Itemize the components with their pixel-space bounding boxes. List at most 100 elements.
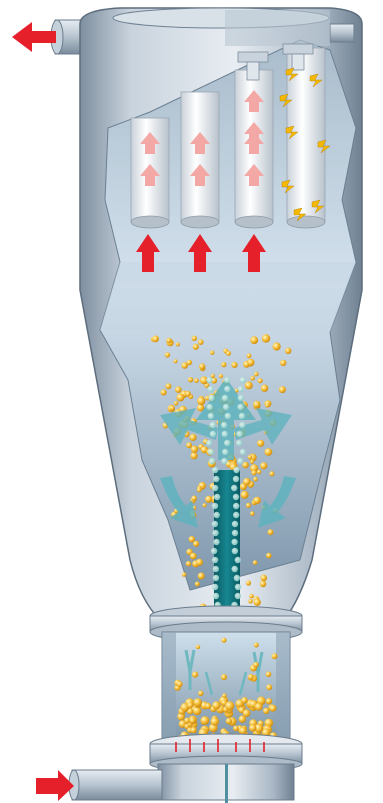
jet-particle <box>232 548 238 554</box>
particle <box>246 580 251 585</box>
jet-particle <box>232 530 238 536</box>
bed-particle <box>263 708 269 714</box>
particle <box>253 401 260 408</box>
particle <box>219 374 223 378</box>
jet-particle <box>208 395 214 401</box>
particle <box>250 511 255 516</box>
particle <box>191 446 198 453</box>
bed-particle <box>198 691 203 696</box>
particle <box>161 389 167 395</box>
particle <box>251 470 256 475</box>
particle <box>269 471 274 476</box>
particle <box>260 581 266 587</box>
jet-particle <box>224 377 230 383</box>
bed-particle <box>266 672 272 678</box>
particle <box>205 496 212 503</box>
jet-particle <box>232 566 238 572</box>
bed-particle <box>193 698 202 707</box>
particle <box>176 342 180 346</box>
particle <box>268 529 274 535</box>
particle <box>191 496 197 502</box>
inlet-arrow-icon <box>36 770 74 801</box>
jet-particle <box>207 404 213 410</box>
jet-particle <box>224 440 230 446</box>
particle <box>174 359 178 363</box>
filter-bag-bottom <box>181 216 219 228</box>
bed-particle <box>233 725 239 731</box>
particle <box>199 363 205 369</box>
jet-particle <box>213 593 219 599</box>
particle <box>261 385 268 392</box>
particle <box>165 352 170 357</box>
jet-particle <box>221 458 227 464</box>
filter-bag <box>181 92 219 228</box>
jet-particle <box>236 440 242 446</box>
jet-particle <box>212 467 218 473</box>
jet-particle <box>222 395 228 401</box>
particle <box>152 336 159 343</box>
jet-particle <box>210 422 216 428</box>
particle <box>210 351 214 355</box>
particle <box>177 394 185 402</box>
jet-particle <box>231 539 237 545</box>
bed-particle <box>225 701 234 710</box>
particle <box>193 344 199 350</box>
bed-particle <box>266 698 272 704</box>
particle <box>243 478 251 486</box>
jet-particle <box>207 386 213 392</box>
particle <box>182 572 187 577</box>
jet-particle <box>214 494 220 500</box>
bed-particle <box>253 662 259 668</box>
particle <box>253 497 260 504</box>
filter-bag-bottom <box>287 216 325 228</box>
gas-inlet-pipe <box>69 770 162 800</box>
particle <box>245 381 253 389</box>
bed-particle <box>212 701 220 709</box>
bed-particle <box>241 697 248 704</box>
particle <box>198 339 204 345</box>
particle <box>250 376 255 381</box>
particle <box>188 377 193 382</box>
particle <box>202 503 206 507</box>
particle <box>247 353 252 358</box>
bed-particle <box>222 693 226 697</box>
jet-particle <box>235 584 241 590</box>
particle <box>260 462 267 469</box>
jet-particle <box>213 539 219 545</box>
particle <box>253 477 258 482</box>
particle <box>242 462 249 469</box>
particle <box>221 362 226 367</box>
distributor-plate <box>150 734 302 803</box>
particle <box>248 599 253 604</box>
jet-particle <box>232 521 238 527</box>
filter-bag-bottom <box>131 216 169 228</box>
jet-particle <box>233 476 239 482</box>
jet-particle <box>212 530 218 536</box>
bed-particle <box>266 684 272 690</box>
particle <box>189 434 196 441</box>
bed-particle <box>270 705 277 712</box>
jet-particle <box>206 440 212 446</box>
bed-particle <box>249 724 256 731</box>
bed-particle <box>226 718 232 724</box>
jet-particle <box>240 449 246 455</box>
jet-particle <box>237 404 243 410</box>
particle <box>249 594 254 599</box>
jet-particle <box>224 386 230 392</box>
jet-particle <box>222 449 228 455</box>
particle <box>265 403 269 407</box>
jet-particle <box>239 422 245 428</box>
particle <box>261 575 268 582</box>
particle <box>258 378 263 383</box>
bed-particle <box>221 638 226 643</box>
bed-particle <box>272 653 278 659</box>
bed-particle <box>255 703 263 711</box>
particle <box>257 470 262 475</box>
jet-particle <box>213 575 219 581</box>
jet-particle <box>231 485 237 491</box>
bed-particle <box>187 702 193 708</box>
particle <box>257 440 264 447</box>
particle <box>262 334 270 342</box>
jet-particle <box>213 566 219 572</box>
